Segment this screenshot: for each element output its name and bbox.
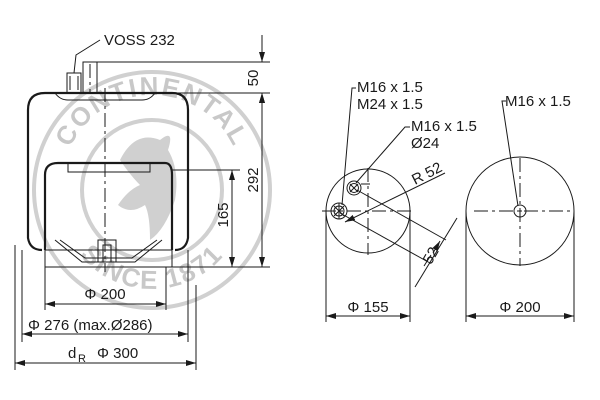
radius-r52-label: R 52: [409, 159, 445, 189]
dim-phi155-label: Φ 155: [347, 299, 388, 316]
dim-phi200-bottom-label: Φ 200: [499, 299, 540, 316]
bottom-thread-m16-label: M16 x 1.5: [505, 93, 571, 110]
dim-dr-subscript: R: [78, 353, 86, 365]
continental-watermark: CONTINENTAL SINCE 1871: [32, 70, 272, 310]
dim-165-label: 165: [215, 202, 232, 227]
dim-phi200-label: Φ 200: [84, 286, 125, 303]
air-spring-side-view: 50 292 165 VOSS 232 Φ 200 Φ 276 (max.Ø28…: [14, 32, 270, 370]
horse-icon: [118, 135, 177, 240]
port-dia24-label: Ø24: [411, 135, 439, 152]
bottom-plate-view: M16 x 1.5 Φ 200: [465, 93, 575, 322]
port-m16-label: M16 x 1.5: [411, 118, 477, 135]
dim-dr-prefix: d: [68, 345, 76, 362]
voss-valve: [66, 72, 82, 94]
voss-label: VOSS 232: [104, 32, 175, 49]
dim-292-label: 292: [245, 167, 262, 192]
piston: [43, 161, 174, 250]
thread-m24-label: M24 x 1.5: [357, 96, 423, 113]
port-m16-icon: [346, 180, 362, 196]
dim-50-label: 50: [245, 70, 262, 87]
bellows-right: [174, 110, 190, 252]
dim-phi300-label: Φ 300: [97, 345, 138, 362]
dim-phi276-label: Φ 276 (max.Ø286): [28, 317, 153, 334]
thread-m16-label: M16 x 1.5: [357, 79, 423, 96]
offset-52-label: 52: [420, 244, 443, 267]
top-plate-view: M16 x 1.5 M24 x 1.5 M16 x 1.5 Ø24 R 52 5…: [322, 79, 477, 322]
center-stud-icon: [513, 204, 527, 218]
bellows-left: [26, 110, 43, 252]
